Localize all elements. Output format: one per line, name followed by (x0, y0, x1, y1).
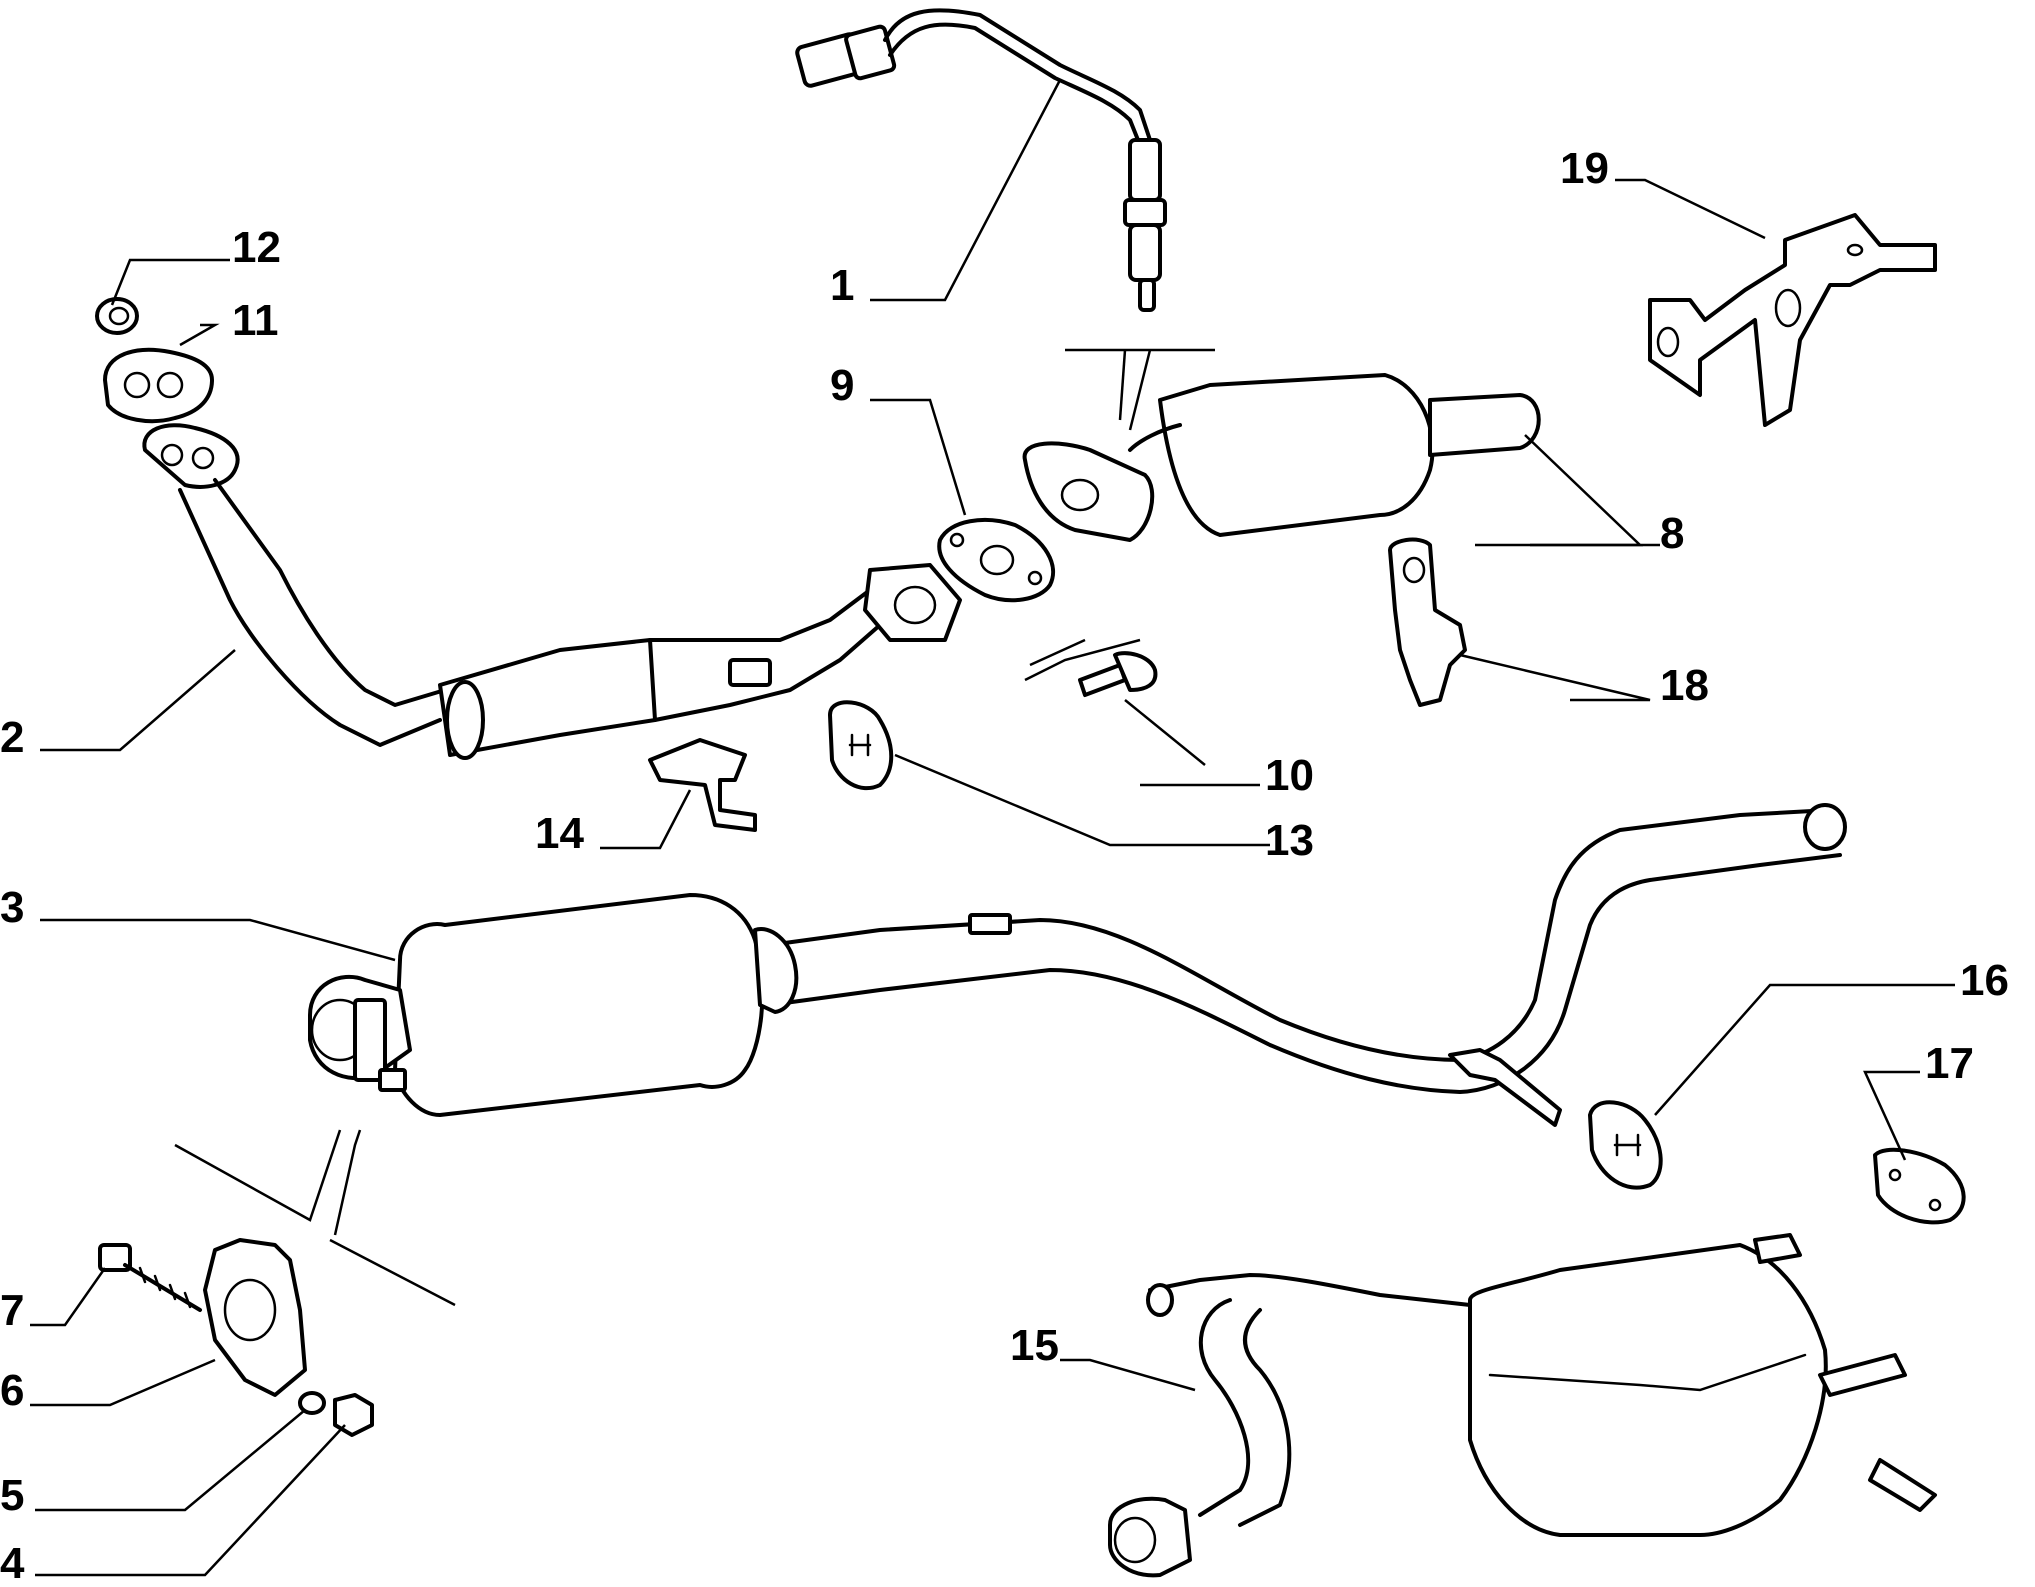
rubber-hanger-13-part (828, 700, 894, 791)
clamp-6-part (203, 1238, 307, 1397)
gasket-9-part (937, 518, 1056, 603)
catalytic-converter-part (1022, 373, 1541, 542)
washer-5-part (298, 1391, 326, 1415)
nut-part (95, 297, 139, 335)
callout-14: 14 (535, 809, 584, 858)
bracket-part (1648, 213, 1937, 427)
callout-2: 2 (0, 713, 24, 762)
clamp-18-part (1388, 537, 1467, 707)
callout-3: 3 (0, 883, 24, 932)
bolt-10-part (1078, 651, 1158, 697)
callout-10: 10 (1265, 751, 1314, 800)
callout-16: 16 (1960, 956, 2009, 1005)
flange-gasket-part (103, 347, 214, 424)
callout-1: 1 (830, 261, 854, 310)
rubber-hanger-16-part (1588, 1100, 1663, 1190)
callout-labels: 1 2 3 4 5 6 7 8 9 10 11 12 13 14 15 16 1… (0, 144, 2009, 1587)
front-pipe-part (142, 423, 962, 760)
callout-6: 6 (0, 1366, 24, 1415)
callout-4: 4 (0, 1539, 25, 1587)
callout-19: 19 (1560, 144, 1609, 193)
callout-9: 9 (830, 361, 854, 410)
bracket-14-part (648, 738, 757, 832)
rear-muffler-part (1108, 1233, 1937, 1578)
callout-7: 7 (0, 1286, 24, 1335)
callout-8: 8 (1660, 509, 1684, 558)
bolt-7-part (98, 1243, 202, 1312)
callout-12: 12 (232, 223, 281, 272)
callout-13: 13 (1265, 816, 1314, 865)
callout-11: 11 (232, 296, 279, 345)
middle-muffler-pipe-part (308, 803, 1847, 1127)
oxygen-sensor-part (795, 8, 1167, 312)
leader-lines (30, 79, 1955, 1577)
callout-5: 5 (0, 1471, 24, 1520)
callout-15: 15 (1010, 1321, 1059, 1370)
callout-18: 18 (1660, 661, 1709, 710)
callout-17: 17 (1925, 1039, 1974, 1088)
rubber-mount-17-part (1873, 1147, 1966, 1225)
